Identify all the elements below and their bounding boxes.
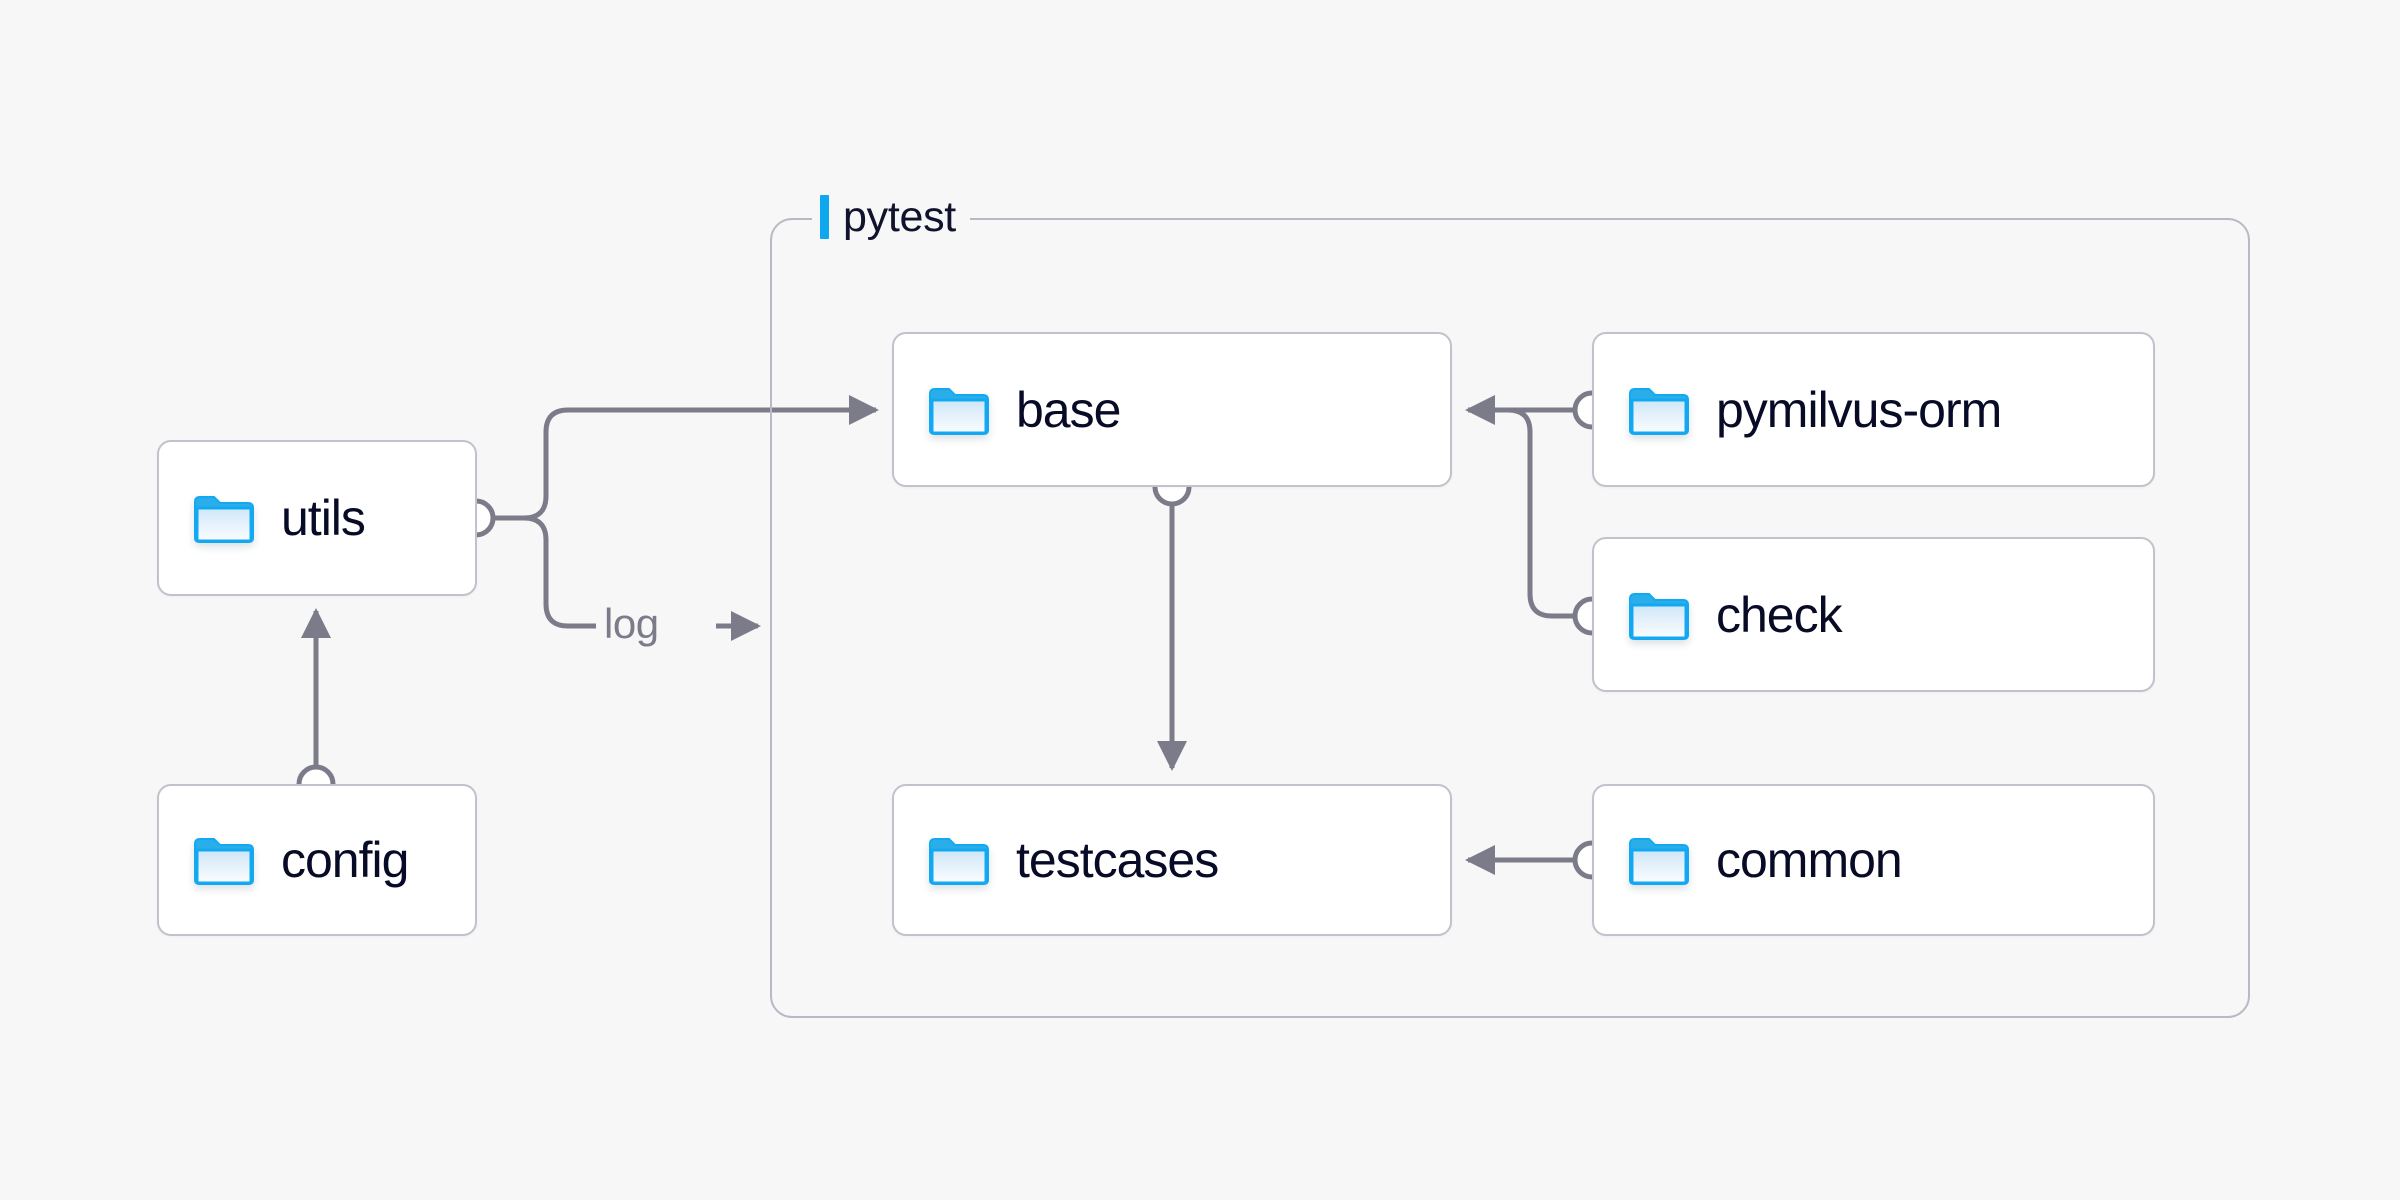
accent-bar-icon: [820, 195, 829, 239]
node-label: base: [1016, 381, 1121, 438]
node-label: utils: [281, 490, 366, 546]
folder-icon: [1628, 589, 1690, 641]
folder-icon: [928, 384, 990, 436]
node-common[interactable]: common: [1592, 784, 2155, 936]
node-label: common: [1716, 832, 1903, 888]
folder-icon: [928, 834, 990, 886]
node-base[interactable]: base: [892, 332, 1452, 487]
folder-icon: [193, 492, 255, 544]
node-utils[interactable]: utils: [157, 440, 477, 596]
node-label: config: [281, 832, 409, 888]
group-pytest[interactable]: [770, 218, 2250, 1018]
node-check[interactable]: check: [1592, 537, 2155, 692]
node-label: testcases: [1016, 832, 1219, 888]
edge-label-log: log: [604, 600, 659, 647]
group-title-text: pytest: [843, 192, 956, 241]
folder-icon: [193, 834, 255, 886]
node-label: check: [1716, 586, 1843, 643]
node-label: pymilvus-orm: [1716, 381, 2002, 438]
node-config[interactable]: config: [157, 784, 477, 936]
folder-icon: [1628, 834, 1690, 886]
folder-icon: [1628, 384, 1690, 436]
node-testcases[interactable]: testcases: [892, 784, 1452, 936]
group-pytest-label: pytest: [812, 188, 970, 246]
edge-utils-branch-bottom: [494, 515, 596, 629]
node-pymilvus-orm[interactable]: pymilvus-orm: [1592, 332, 2155, 487]
